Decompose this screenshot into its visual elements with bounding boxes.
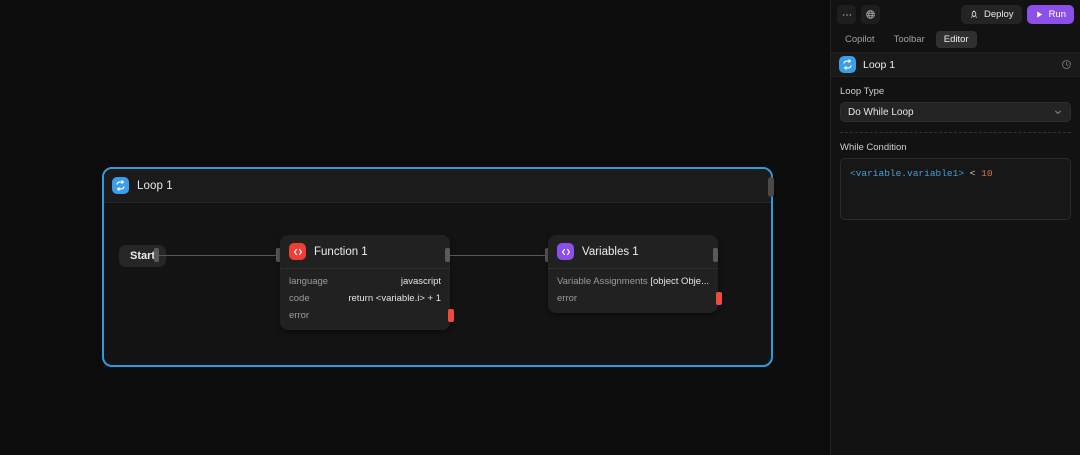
run-button-label: Run [1048,9,1066,20]
row-value: return <variable.i> + 1 [348,293,441,304]
edge-function-to-variables [450,255,546,256]
variables-node-output-port[interactable] [713,248,718,262]
loop-block-header[interactable]: Loop 1 [104,169,771,203]
rocket-icon [969,10,979,20]
node-variables-1-rows: Variable Assignments [object Obje... err… [548,268,722,313]
panel-node-header: Loop 1 [831,53,1080,77]
panel-topbar: Deploy Run [831,0,1080,29]
loop-resize-handle-right[interactable] [768,177,774,197]
run-button[interactable]: Run [1026,5,1074,24]
node-function-1-header: Function 1 [280,235,450,268]
section-divider [840,132,1071,133]
node-row-error: error [548,290,722,307]
node-row-language: language javascript [280,273,450,290]
error-output-port[interactable] [716,292,722,305]
loop-repeat-icon [112,177,129,194]
tab-editor[interactable]: Editor [935,30,977,48]
edge-start-to-function [159,255,277,256]
while-condition-code-editor[interactable]: <variable.variable1> < 10 [840,158,1071,220]
row-value: javascript [400,276,441,287]
node-variables-1-title: Variables 1 [582,245,639,258]
row-value: [object Obje... [650,276,709,287]
deploy-button-label: Deploy [983,9,1014,20]
node-row-error: error [280,307,454,324]
node-row-code: code return <variable.i> + 1 [280,290,450,307]
loop-type-value: Do While Loop [848,106,914,118]
loop-block-container[interactable]: Loop 1 Start [102,167,774,367]
right-panel: Deploy Run Copilot Toolbar Editor Loop 1 [830,0,1080,455]
row-key: error [557,293,578,304]
code-token-operator: < [969,168,976,179]
deploy-button[interactable]: Deploy [960,5,1022,24]
start-node-output-port[interactable] [154,248,159,262]
row-key: code [289,293,310,304]
play-icon [1035,10,1044,19]
history-clock-icon[interactable] [1061,59,1072,70]
loop-repeat-icon [839,56,856,73]
code-token-variable: <variable.variable1> [850,168,965,179]
panel-node-title: Loop 1 [863,58,896,71]
variables-node-input-port[interactable] [545,248,550,262]
while-condition-label: While Condition [840,142,907,153]
panel-tabs: Copilot Toolbar Editor [831,29,1080,53]
error-output-port[interactable] [448,309,454,322]
function-node-output-port[interactable] [445,248,450,262]
row-key: error [289,310,310,321]
chevron-down-icon [1053,107,1063,117]
node-variables-1-header: Variables 1 [548,235,718,268]
code-brackets-icon [557,243,574,260]
tab-toolbar[interactable]: Toolbar [893,33,925,45]
code-token-number: 10 [981,168,993,179]
node-variables-1[interactable]: Variables 1 Variable Assignments [object… [548,235,722,313]
loop-block-body: Start Function 1 [104,203,771,367]
workflow-canvas[interactable]: Loop 1 Start [0,0,830,455]
node-function-1[interactable]: Function 1 language javascript code retu… [280,235,454,330]
loop-type-select[interactable]: Do While Loop [840,102,1071,122]
tab-copilot[interactable]: Copilot [845,33,875,45]
loop-block-title: Loop 1 [137,179,173,192]
panel-body: Loop Type Do While Loop While Condition … [831,77,1080,220]
row-key: Variable Assignments [557,276,648,287]
function-node-input-port[interactable] [276,248,281,262]
loop-type-label: Loop Type [840,86,885,97]
globe-icon[interactable] [861,5,880,24]
start-node[interactable]: Start [119,245,167,267]
ellipsis-icon[interactable] [837,5,856,24]
row-key: language [289,276,329,287]
node-function-1-rows: language javascript code return <variabl… [280,268,454,330]
node-row-variable-assignments: Variable Assignments [object Obje... [548,273,718,290]
node-function-1-title: Function 1 [314,245,368,258]
code-brackets-icon [289,243,306,260]
